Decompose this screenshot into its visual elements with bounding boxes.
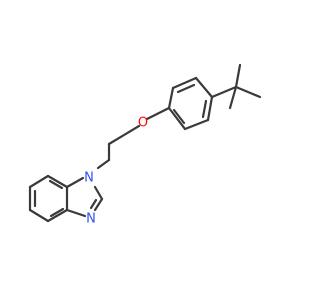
bond [28, 208, 50, 223]
bond [93, 197, 104, 212]
bond [65, 176, 85, 189]
bond [234, 85, 262, 99]
bond [172, 108, 186, 125]
nitrogen-atom-label: N [86, 212, 96, 227]
bond [201, 99, 208, 119]
bond [65, 208, 87, 218]
bond [194, 76, 214, 99]
bond [183, 118, 210, 131]
molecule-structure: O N N [28, 63, 262, 227]
bond [167, 86, 175, 110]
nitrogen-atom-label: N [84, 171, 94, 186]
bond [167, 106, 187, 131]
bond [176, 83, 196, 94]
bond [48, 179, 64, 190]
oxygen-atom-label: O [138, 116, 148, 131]
bond [93, 185, 104, 201]
bond [28, 174, 50, 189]
bond [46, 174, 69, 189]
bond [96, 158, 111, 170]
bond [46, 208, 69, 223]
bond [228, 85, 238, 110]
bond [210, 85, 238, 99]
bond [206, 95, 214, 122]
bond [89, 198, 98, 210]
bond [234, 63, 242, 89]
molecule-canvas: O N N [28, 63, 262, 227]
bond [171, 76, 198, 90]
bond [145, 106, 171, 121]
bond [49, 207, 65, 218]
bond [107, 124, 141, 146]
